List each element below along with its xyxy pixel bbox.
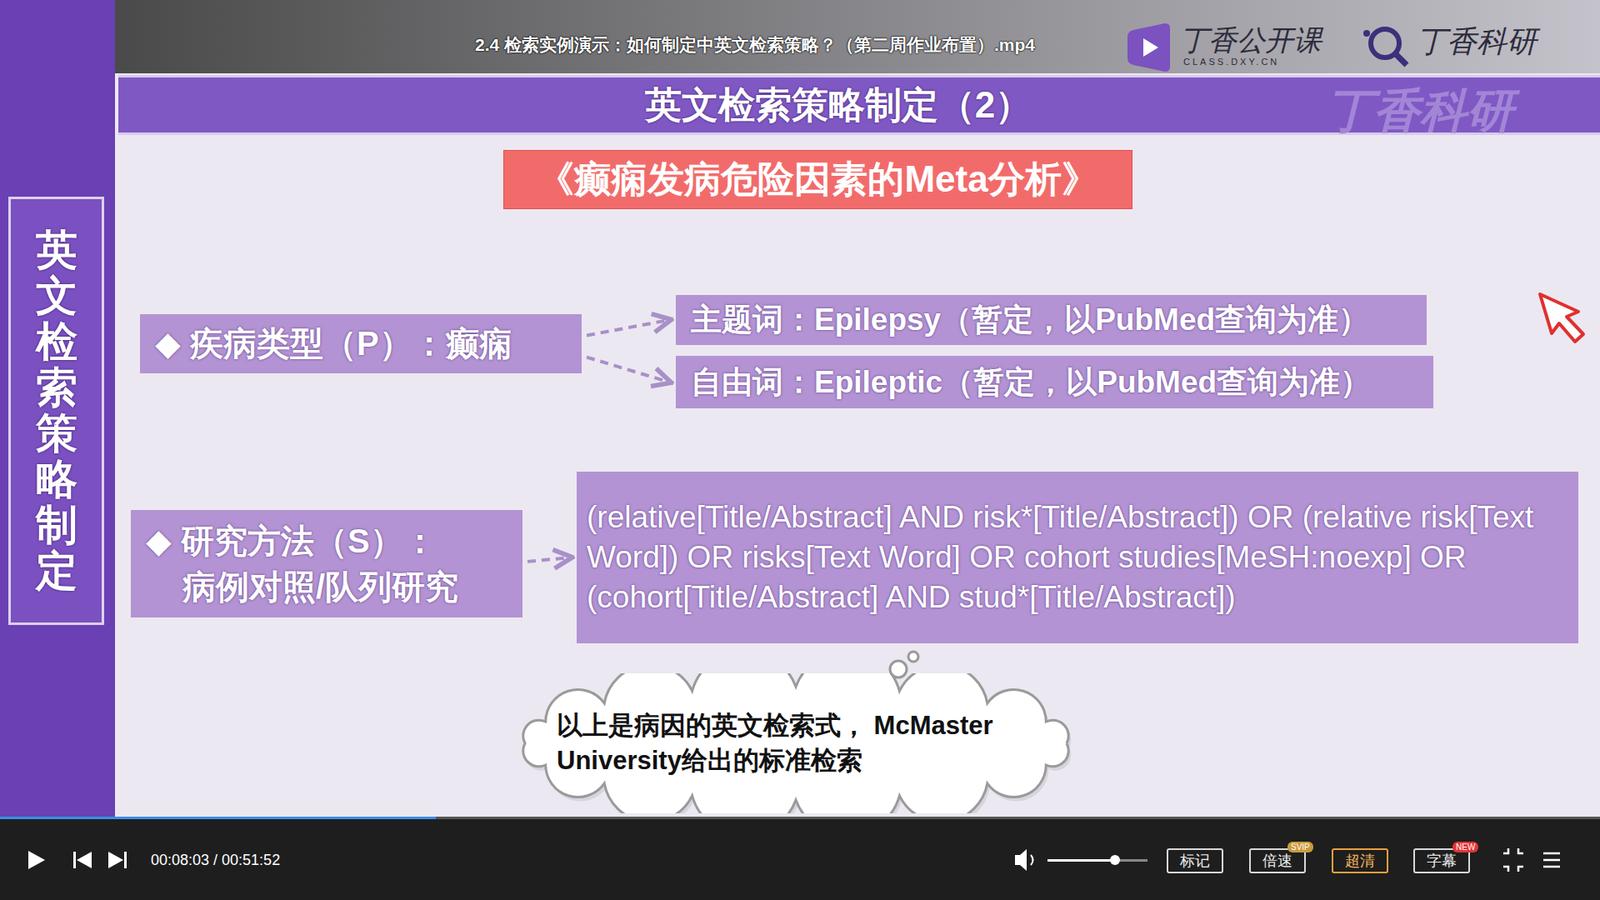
magnifier-icon bbox=[1370, 29, 1400, 58]
player-button: 标记 bbox=[1166, 848, 1224, 874]
topic-box: 《癫痫发病危险因素的Meta分析》 bbox=[503, 150, 1133, 210]
node-text: 超清 bbox=[1345, 850, 1375, 871]
node-text: 《癫痫发病危险因素的Meta分析》 bbox=[537, 155, 1098, 205]
volume-wave bbox=[1030, 855, 1034, 865]
section-box: 英文检索策略制定 bbox=[8, 196, 105, 625]
magnifier-handle bbox=[1395, 54, 1407, 65]
dashed-arrow bbox=[527, 557, 570, 562]
prev-icon bbox=[76, 851, 92, 869]
term-box: 自由词：Epileptic（暂定，以PubMed查询为准） bbox=[675, 355, 1434, 409]
dashed-arrow bbox=[586, 357, 670, 383]
node-text: ◆ 研究方法（S）： bbox=[145, 518, 508, 565]
volume-fill bbox=[1047, 859, 1115, 862]
badge: SVIP bbox=[1287, 841, 1314, 853]
node-text: 自由词：Epileptic（暂定，以PubMed查询为准） bbox=[690, 361, 1419, 404]
logo-icon bbox=[1127, 23, 1170, 72]
fullscreen-icon bbox=[1503, 848, 1524, 872]
top-bar bbox=[115, 0, 1600, 74]
term-box: 主题词：Epilepsy（暂定，以PubMed查询为准） bbox=[675, 295, 1427, 345]
node-text: NEW bbox=[1455, 841, 1475, 853]
thought-cloud: 以上是病因的英文检索式， McMaster University给出的标准检索 bbox=[510, 673, 1082, 814]
category-box: ◆ 研究方法（S）：病例对照/队列研究 bbox=[130, 510, 523, 618]
next-icon bbox=[124, 851, 127, 869]
cloud-shape bbox=[510, 673, 1082, 814]
search-string-box: (relative[Title/Abstract] AND risk*[Titl… bbox=[576, 471, 1579, 644]
badge: NEW bbox=[1452, 841, 1479, 853]
node-text: 英文检索策略制定 bbox=[35, 227, 78, 595]
logo-play bbox=[1143, 38, 1159, 57]
progress-fill bbox=[0, 816, 436, 820]
next-icon bbox=[108, 851, 124, 869]
volume-icon bbox=[1015, 849, 1027, 871]
node-text: 以上是病因的英文检索式， McMaster University给出的标准检索 bbox=[556, 708, 1035, 779]
cloud-outline bbox=[523, 673, 1069, 814]
node-text: ◆ 疾病类型（P）：癫痫 bbox=[155, 320, 567, 367]
logo-text: 丁香科研 bbox=[1416, 21, 1537, 63]
player-button: 超清 bbox=[1331, 848, 1389, 874]
logo-text: 丁香公开课 bbox=[1180, 21, 1322, 60]
player-bar bbox=[0, 816, 1600, 900]
mouse-cursor bbox=[1540, 294, 1584, 342]
node-text: 字幕 bbox=[1426, 850, 1457, 871]
node-text: SVIP bbox=[1290, 841, 1310, 853]
dashed-arrow bbox=[586, 320, 670, 336]
progress-track bbox=[0, 816, 1600, 820]
sidebar bbox=[0, 0, 115, 817]
header-line bbox=[118, 75, 1600, 78]
node-text: 病例对照/队列研究 bbox=[182, 564, 508, 610]
node-text: 主题词：Epilepsy（暂定，以PubMed查询为准） bbox=[690, 299, 1412, 341]
thought-bubble bbox=[908, 651, 919, 662]
node-text: 标记 bbox=[1180, 850, 1210, 871]
volume-track bbox=[1047, 859, 1148, 862]
magnifier-dot bbox=[1363, 30, 1370, 37]
category-box: ◆ 疾病类型（P）：癫痫 bbox=[140, 314, 582, 374]
logo-subtext: CLASS.DXY.CN bbox=[1183, 56, 1280, 67]
menu-icon bbox=[1543, 853, 1560, 867]
play-icon bbox=[28, 850, 45, 870]
time-display: 00:08:03 / 00:51:52 bbox=[150, 851, 280, 870]
prev-icon bbox=[73, 851, 76, 869]
node-text: (relative[Title/Abstract] AND risk*[Titl… bbox=[586, 497, 1569, 618]
file-title: 2.4 检索实例演示：如何制定中英文检索策略？（第二周作业布置）.mp4 bbox=[475, 33, 1035, 57]
node-text: 倍速 bbox=[1262, 850, 1293, 871]
watermark: 丁香科研 bbox=[1326, 80, 1514, 144]
volume-knob bbox=[1110, 855, 1120, 865]
